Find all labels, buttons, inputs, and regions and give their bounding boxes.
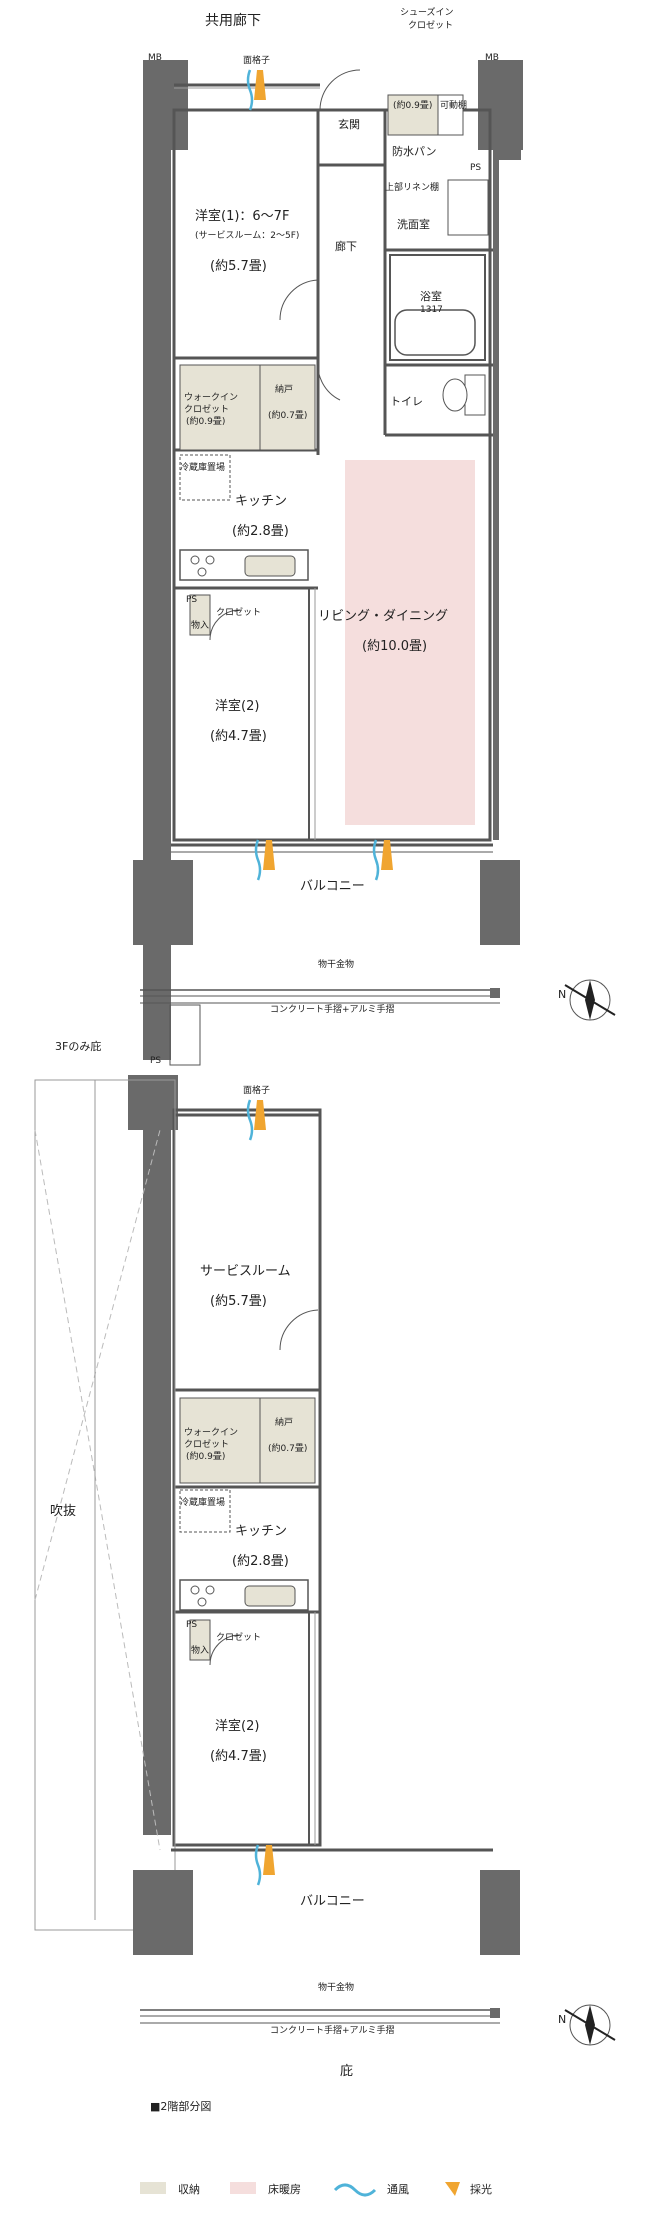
second-floor-caption: ■2階部分図 — [150, 2099, 211, 2113]
fridge-label: 冷蔵庫置場 — [180, 461, 225, 473]
compass-rose-2f — [564, 2004, 616, 2046]
western2-label: 洋室(2) — [215, 698, 259, 714]
shoes-closet-label-1: シューズイン — [400, 6, 454, 18]
ps2-label-2f: PS — [186, 1620, 197, 1630]
shoes-closet-label-2: クロゼット — [408, 19, 453, 31]
storage-item-2f — [189, 1619, 211, 1661]
bath-label: 浴室 — [420, 289, 442, 303]
washroom-label: 洗面室 — [397, 217, 430, 231]
living-label: リビング・ダイニング — [318, 609, 448, 624]
legend-ventilation-label: 通風 — [387, 2183, 409, 2196]
grille-label: 面格子 — [243, 54, 270, 66]
ventilation-arrow-2f — [246, 1099, 262, 1886]
mb-left-column — [143, 60, 188, 150]
balcony-label: バルコニー — [300, 879, 365, 894]
service-room-size: (約5.7畳) — [210, 1294, 267, 1309]
compass-n: N — [558, 988, 566, 1001]
balcony-column-right — [480, 860, 520, 945]
mb-right-label: MB — [485, 53, 499, 63]
wic-label-1: ウォークイン — [184, 392, 238, 403]
storage-item-label-2f: 物入 — [191, 1644, 209, 1656]
toilet-label: トイレ — [390, 395, 423, 408]
nando-size: (約0.7畳) — [268, 409, 307, 421]
wic-label-2f-1: ウォークイン — [184, 1427, 238, 1438]
balcony-column-left-2f — [133, 1870, 193, 1955]
wic-label-2: クロゼット — [184, 403, 229, 415]
western2-size-2f: (約4.7畳) — [210, 1749, 267, 1764]
floor-heating-area — [345, 460, 475, 825]
wic-size: (約0.9畳) — [186, 415, 225, 427]
closet-label-2f: クロゼット — [216, 1631, 261, 1643]
compass-n-2f: N — [558, 2013, 566, 2026]
storage-item-label: 物入 — [191, 619, 209, 631]
daylight-arrow — [254, 70, 393, 870]
nando-label-2f: 納戸 — [275, 1416, 293, 1428]
legend: 収納 床暖房 通風 採光 — [140, 2182, 492, 2197]
bath-size: 1317 — [420, 305, 443, 315]
legend-storage-label: 収納 — [178, 2183, 200, 2196]
nando-main — [259, 364, 316, 451]
balcony-label-2f: バルコニー — [300, 1894, 365, 1909]
handrail-label-2f: コンクリート手摺+アルミ手摺 — [270, 2024, 394, 2036]
ps2-label: PS — [186, 595, 197, 605]
unit-outline — [172, 108, 492, 842]
eave-label-2f: 庇 — [340, 2064, 353, 2079]
laundry-label-2f: 物干金物 — [318, 1981, 354, 1993]
daylight-arrow-2f — [254, 1100, 275, 1875]
laundry-label: 物干金物 — [318, 958, 354, 970]
movable-shelf-label: 可動棚 — [440, 99, 467, 111]
wic-main — [179, 364, 261, 451]
ps-label-2f: PS — [150, 1056, 161, 1066]
service-room-label: サービスルーム — [200, 1264, 291, 1279]
legend-heating-swatch — [230, 2182, 256, 2194]
second-plan — [34, 1075, 616, 2046]
ventilation-arrow — [246, 69, 380, 881]
balcony-column-right-2f — [480, 1870, 520, 1955]
grille-label-2f: 面格子 — [243, 1084, 270, 1096]
wic-label-2f-2: クロゼット — [184, 1438, 229, 1450]
legend-storage-swatch — [140, 2182, 166, 2194]
balcony-column-left — [133, 860, 193, 945]
main-plan — [133, 60, 616, 1066]
living-size: (約10.0畳) — [362, 639, 427, 654]
nando-2f — [259, 1397, 316, 1484]
wic-2f — [179, 1397, 261, 1484]
compass-rose — [564, 979, 616, 1021]
nando-label: 納戸 — [275, 383, 293, 395]
legend-daylight-label: 採光 — [470, 2182, 492, 2196]
hallway-label: 廊下 — [335, 239, 357, 253]
mb-left-label: MB — [148, 53, 162, 63]
western2-label-2f: 洋室(2) — [215, 1718, 259, 1734]
legend-ventilation-icon — [333, 2183, 377, 2197]
nando-size-2f: (約0.7畳) — [268, 1442, 307, 1454]
kitchen-size: (約2.8畳) — [232, 524, 289, 539]
western1-sub: (サービスルーム：2～5F) — [195, 230, 299, 241]
storage-item-main — [189, 594, 211, 636]
void-label: 吹抜 — [50, 1503, 76, 1519]
western1-size: (約5.7畳) — [210, 259, 267, 274]
eave-3f-label: 3Fのみ庇 — [55, 1039, 101, 1053]
legend-heating-label: 床暖房 — [268, 2182, 301, 2196]
waterproof-pan-label: 防水パン — [392, 144, 437, 158]
kitchen-size-2f: (約2.8畳) — [232, 1554, 289, 1569]
entrance-label: 玄関 — [338, 117, 360, 131]
legend-daylight-icon — [445, 2182, 460, 2196]
western1-title: 洋室(1)：6～7F — [195, 208, 289, 224]
closet-label: クロゼット — [216, 606, 261, 618]
ps-label: PS — [470, 163, 481, 173]
right-wall — [493, 160, 499, 840]
left-wall-2f — [143, 1075, 171, 1835]
kitchen-label: キッチン — [235, 494, 287, 509]
western2-size: (約4.7畳) — [210, 729, 267, 744]
mb-right-column — [478, 60, 523, 150]
wic-size-2f: (約0.9畳) — [186, 1450, 225, 1462]
shoes-closet-size: (約0.9畳) — [393, 99, 432, 111]
upper-linen-label: 上部リネン棚 — [385, 181, 439, 193]
handrail-label: コンクリート手摺+アルミ手摺 — [270, 1003, 394, 1015]
common-corridor-label: 共用廊下 — [205, 12, 261, 29]
fridge-label-2f: 冷蔵庫置場 — [180, 1496, 225, 1508]
kitchen-label-2f: キッチン — [235, 1524, 287, 1539]
